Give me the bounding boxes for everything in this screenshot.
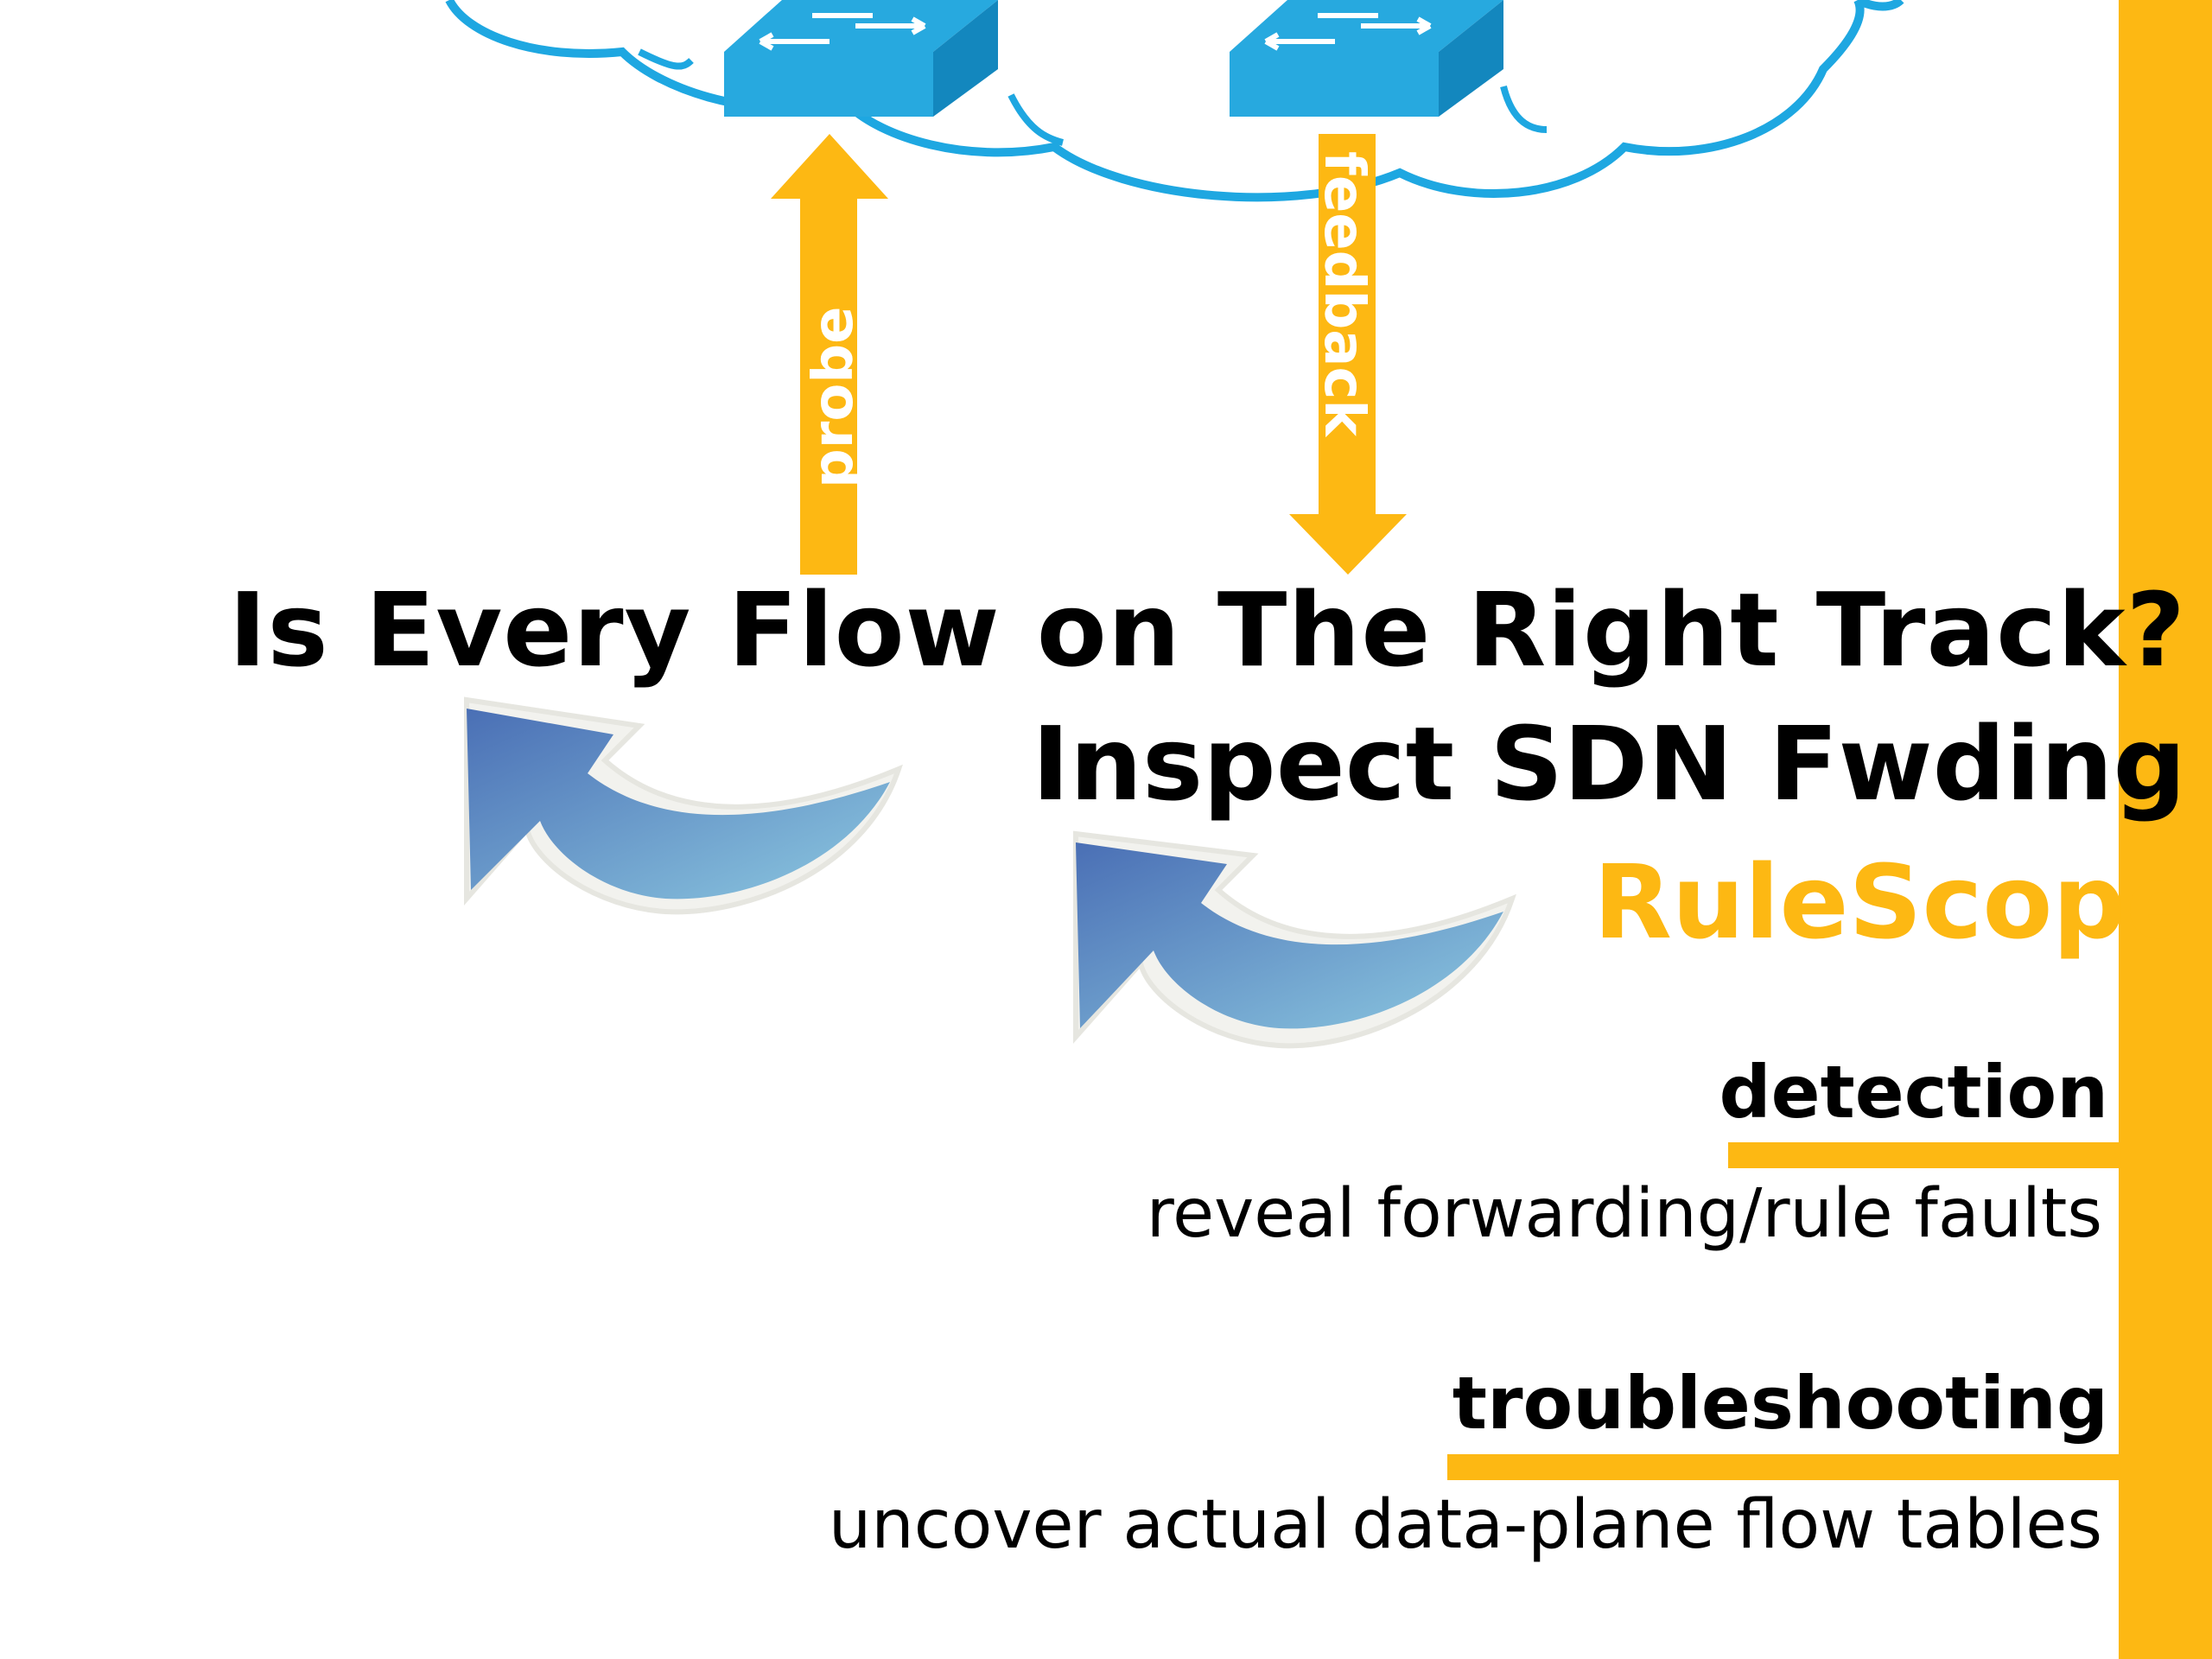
section-heading-troubleshooting: troubleshooting	[1452, 1361, 2108, 1446]
headline-question: Is Every Flow on The Right Track?	[228, 570, 2186, 690]
network-cloud-icon	[445, 0, 1904, 202]
headline-product-name: RuleScope	[1593, 842, 2195, 962]
probe-arrow	[771, 134, 888, 575]
feedback-label: feedback	[1312, 151, 1376, 436]
section-description-troubleshooting: uncover actual data-plane flow tables	[828, 1486, 2102, 1564]
feedback-arrow	[1289, 134, 1407, 575]
section-underline	[1447, 1454, 2126, 1480]
curved-arrow-icon	[1073, 830, 1516, 1049]
curved-arrow-icon	[464, 696, 903, 915]
section-underline	[1728, 1142, 2126, 1168]
network-switch-icon	[724, 0, 998, 117]
section-heading-detection: detection	[1719, 1050, 2108, 1135]
probe-label: probe	[802, 306, 866, 488]
network-switch-icon	[1230, 0, 1503, 117]
section-description-detection: reveal forwarding/rule faults	[1146, 1175, 2102, 1253]
accent-sidebar	[2119, 0, 2212, 1659]
headline-subtitle: Inspect SDN Fwding	[1032, 704, 2186, 823]
